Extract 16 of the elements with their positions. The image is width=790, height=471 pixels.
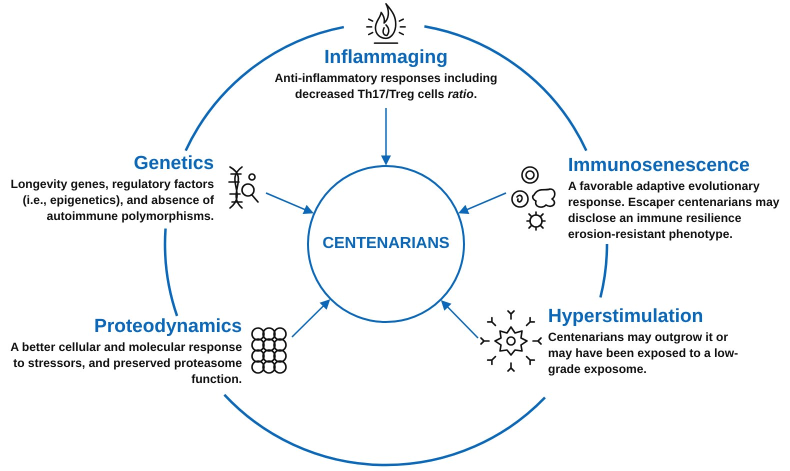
description-text: A better cellular and molecular response to stressors, and preserved proteasome function. <box>9 339 242 387</box>
arrow <box>458 192 506 214</box>
description-text: Longevity genes, regulatory factors (i.e., epigenetics), and absence of autoimmune polymorphisms. <box>10 176 214 224</box>
description-text: Centenarians may outgrow it or may have been exposed to a low-grade exposome. <box>548 329 740 377</box>
arrow <box>440 300 479 339</box>
center-label: CENTENARIANS <box>322 234 450 254</box>
heading: Genetics <box>134 152 214 176</box>
arrow <box>381 108 391 166</box>
arrow <box>291 299 330 338</box>
heading: Inflammaging <box>324 46 448 70</box>
description-text: A favorable adaptive evolutionary response. Escaper centenarians may disclose an immune resilience erosion-resistant phenotype. <box>568 178 780 242</box>
description-text: Anti-inflammatory responses including decreased Th17/Treg cells ratio. <box>274 70 498 102</box>
arrow <box>266 192 314 214</box>
heading: Proteodynamics <box>94 315 242 339</box>
heading: Immunosenescence <box>568 154 750 178</box>
heading: Hyperstimulation <box>548 305 704 329</box>
